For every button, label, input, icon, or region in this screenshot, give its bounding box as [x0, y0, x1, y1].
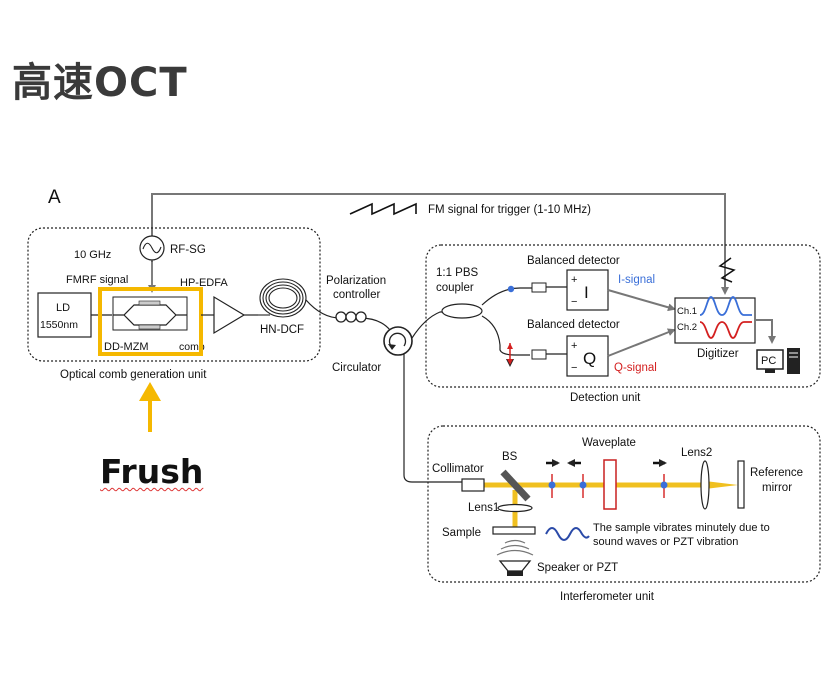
reference-label-1: Reference — [750, 467, 803, 479]
comb-label: comb — [179, 341, 205, 353]
detector-top-label: Balanced detector — [527, 255, 620, 267]
vibration-text-2: sound waves or PZT vibration — [593, 536, 738, 548]
q-signal-label: Q-signal — [614, 362, 657, 374]
circulator-label: Circulator — [332, 362, 381, 374]
beam-splitter-icon — [500, 469, 531, 502]
highlight-box — [98, 287, 203, 356]
panel-label: A — [48, 187, 61, 208]
pbs-label-1: 1:1 PBS — [436, 267, 479, 279]
lens1-icon — [497, 503, 533, 513]
detection-unit-box — [425, 244, 821, 388]
reference-label-2: mirror — [762, 482, 792, 494]
detection-unit-label: Detection unit — [570, 392, 641, 404]
vibration-text-1: The sample vibrates minutely due to — [593, 522, 770, 534]
detector-i-letter: I — [584, 283, 589, 302]
comb-unit-box — [27, 227, 321, 362]
ld-wavelength: 1550nm — [40, 319, 78, 331]
ch1-trace — [699, 296, 752, 316]
lens1-label: Lens1 — [468, 502, 499, 514]
svg-text:Ch.1: Ch.1 — [677, 306, 697, 317]
speaker-label: Speaker or PZT — [537, 562, 618, 574]
pbs-label-2: coupler — [436, 282, 474, 294]
svg-text:+: + — [571, 340, 577, 352]
annotation-label: Frush — [100, 452, 204, 491]
waveplate-icon — [603, 459, 617, 510]
lens2-icon — [700, 460, 710, 510]
interferometer-unit-label: Interferometer unit — [560, 591, 655, 603]
trigger-spark-icon — [718, 257, 736, 283]
vibration-wave-icon — [545, 527, 590, 541]
speaker-icon — [498, 560, 532, 576]
svg-text:Ch.2: Ch.2 — [677, 322, 697, 333]
sawtooth-icon — [349, 202, 417, 216]
collimator-label: Collimator — [432, 463, 484, 475]
ch2-trace — [699, 321, 752, 339]
waveplate-label: Waveplate — [582, 437, 636, 449]
pbs-coupler-icon — [441, 303, 483, 319]
amplifier-icon — [213, 295, 246, 335]
svg-text:−: − — [571, 296, 577, 308]
bs-label: BS — [502, 451, 518, 463]
interferometer-unit-box — [427, 425, 821, 583]
circulator-icon — [383, 326, 413, 356]
hp-edfa-label: HP-EDFA — [180, 277, 228, 289]
pc-icon — [756, 348, 800, 374]
polarization-markers — [546, 459, 668, 498]
sample-icon — [492, 526, 536, 535]
polarization-controller-icon — [335, 311, 367, 323]
polarization-label-2: controller — [333, 289, 380, 301]
detector-q-box — [566, 335, 609, 377]
freq-label: 10 GHz — [74, 249, 111, 261]
sound-waves-icon — [496, 539, 534, 556]
detector-i-box — [566, 269, 609, 311]
i-signal-label: I-signal — [618, 274, 655, 286]
beam-focus — [705, 481, 738, 489]
fm-signal-label: FM signal for trigger (1-10 MHz) — [428, 204, 591, 216]
reference-mirror-icon — [737, 460, 745, 509]
hn-dcf-label: HN-DCF — [260, 324, 304, 336]
detector-q-letter: Q — [583, 349, 596, 368]
rf-sg-label: RF-SG — [170, 244, 206, 256]
page-title: 高速OCT — [12, 60, 188, 106]
polarization-label-1: Polarization — [326, 275, 386, 287]
svg-text:−: − — [571, 362, 577, 374]
i-path-dot — [507, 285, 515, 293]
fmrf-label: FMRF signal — [66, 274, 128, 286]
svg-text:+: + — [571, 274, 577, 286]
highlight-arrow-head — [139, 382, 161, 401]
detector-bottom-label: Balanced detector — [527, 319, 620, 331]
ld-label: LD — [56, 302, 70, 314]
sample-label: Sample — [442, 527, 481, 539]
fiber-coil-icon — [258, 278, 307, 318]
ddmzm-label: DD-MZM — [104, 341, 149, 353]
comb-unit-label: Optical comb generation unit — [60, 369, 207, 381]
pc-label: PC — [761, 355, 776, 367]
lens2-label: Lens2 — [681, 447, 712, 459]
collimator-icon — [461, 478, 485, 492]
digitizer-label: Digitizer — [697, 348, 739, 360]
